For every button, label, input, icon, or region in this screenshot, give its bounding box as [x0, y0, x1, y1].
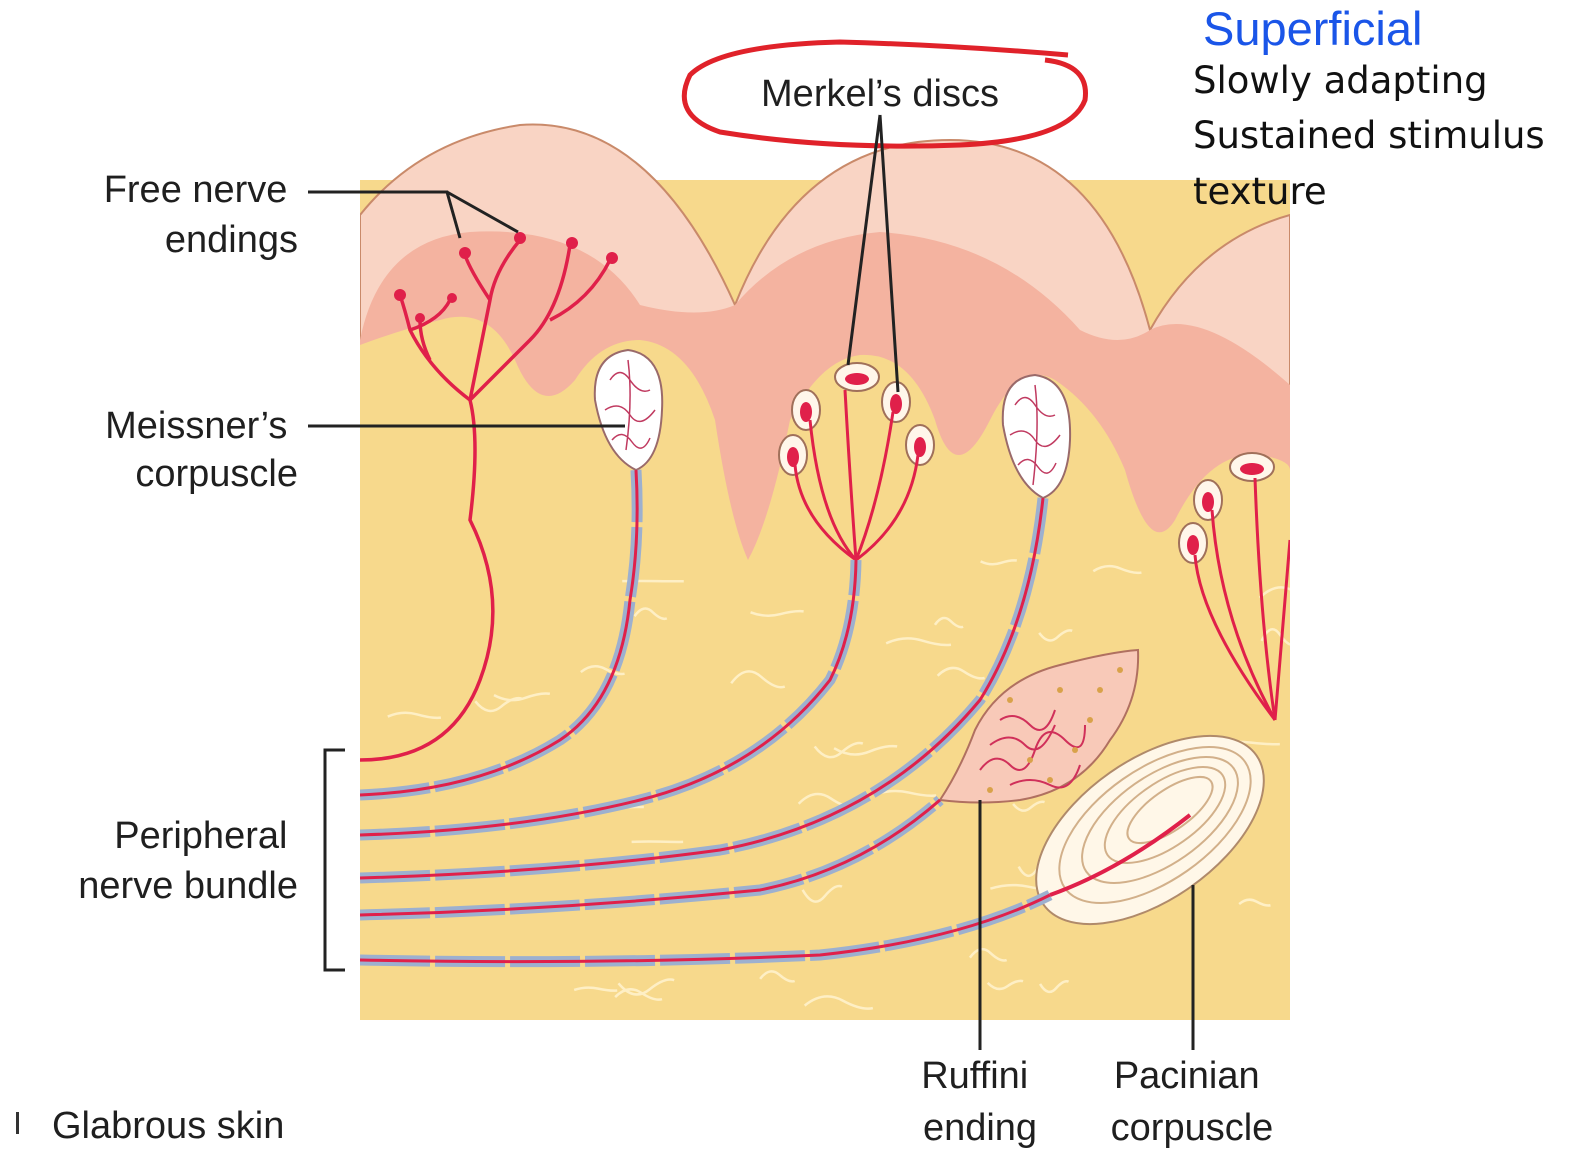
ruffini-ending-label: Ruffini ending — [921, 1055, 1039, 1149]
pacinian-corpuscle-label: Pacinian corpuscle — [1111, 1055, 1274, 1149]
merkel-discs-label: Merkel’s discs — [761, 73, 999, 115]
free-nerve-endings-label: Free nerve endings — [104, 169, 298, 261]
peripheral-nerve-bundle-label: Peripheral nerve bundle — [78, 815, 298, 907]
caption-fragment-mark — [16, 1112, 19, 1134]
glabrous-skin-caption: Glabrous skin — [52, 1105, 284, 1147]
annotation-lines: Slowly adapting Sustained stimulus textu… — [1193, 59, 1556, 213]
superficial-heading: Superficial — [1203, 2, 1422, 55]
skin-cross-section — [360, 125, 1324, 1021]
meissner-corpuscle-label: Meissner’s corpuscle — [105, 405, 298, 495]
